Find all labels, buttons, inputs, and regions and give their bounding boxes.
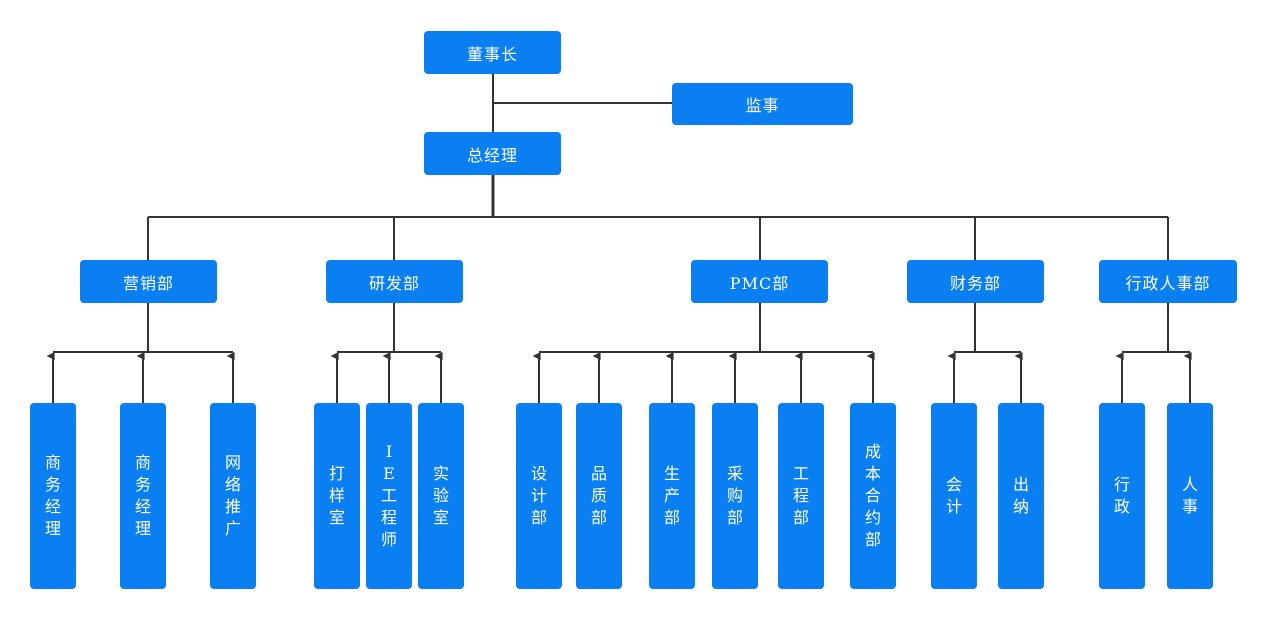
unit-label-char: 程 — [792, 486, 809, 505]
unit-label-char: 部 — [864, 530, 881, 549]
unit-label-char: 出 — [1012, 475, 1029, 494]
general-manager-label: 总经理 — [466, 145, 518, 165]
chairman-box[interactable]: 董事长 — [424, 31, 561, 74]
unit-box[interactable]: 工程部 — [778, 403, 824, 589]
unit-box[interactable]: 网络推广 — [210, 403, 256, 589]
unit-box[interactable]: 行政 — [1099, 403, 1145, 589]
unit-box[interactable]: 商务经理 — [30, 403, 76, 589]
unit-label-char: 师 — [380, 530, 397, 549]
general-manager-box[interactable]: 总经理 — [424, 132, 561, 175]
dept-box-rnd[interactable]: 研发部 — [326, 260, 463, 303]
supervisor-label: 监事 — [745, 96, 780, 115]
unit-label-char: E — [383, 464, 395, 483]
unit-label-char: 工 — [380, 486, 397, 505]
dept-label: 财务部 — [949, 273, 1001, 293]
unit-box[interactable]: 会计 — [931, 403, 977, 589]
unit-label-char: 经 — [134, 497, 151, 516]
unit-label-char: 室 — [432, 508, 449, 527]
unit-label-char: 政 — [1113, 497, 1130, 516]
unit-label-char: 实 — [432, 464, 449, 483]
unit-label-char: 打 — [328, 464, 345, 483]
unit-box[interactable]: 打样室 — [314, 403, 360, 589]
unit-label-char: 行 — [1113, 475, 1130, 494]
dept-box-marketing[interactable]: 营销部 — [80, 260, 217, 303]
unit-label-char: 部 — [590, 508, 607, 527]
unit-label-char: 设 — [530, 464, 547, 483]
unit-label-char: 部 — [663, 508, 680, 527]
unit-label-char: 质 — [590, 486, 607, 505]
unit-label-char: 务 — [134, 475, 151, 494]
unit-box[interactable]: 设计部 — [516, 403, 562, 589]
unit-label-char: 经 — [44, 497, 61, 516]
unit-box[interactable]: 生产部 — [649, 403, 695, 589]
unit-label-char: 络 — [224, 475, 241, 494]
unit-label-char: 采 — [726, 464, 743, 483]
unit-label-char: 产 — [663, 486, 680, 505]
unit-label-char: 购 — [726, 486, 743, 505]
dept-box-finance[interactable]: 财务部 — [907, 260, 1044, 303]
unit-label-char: 部 — [792, 508, 809, 527]
unit-label-char: 商 — [44, 453, 61, 472]
unit-label-char: 约 — [864, 508, 881, 527]
unit-label-char: 本 — [864, 464, 881, 483]
unit-label-char: 成 — [864, 442, 881, 461]
unit-box[interactable]: 出纳 — [998, 403, 1044, 589]
unit-label-char: 室 — [328, 508, 345, 527]
unit-label-char: 部 — [530, 508, 547, 527]
dept-label: PMC部 — [729, 273, 790, 293]
chairman-label: 董事长 — [466, 44, 518, 64]
unit-label-char: 商 — [134, 453, 151, 472]
unit-box[interactable]: 采购部 — [712, 403, 758, 589]
unit-label-char: 事 — [1181, 497, 1198, 516]
dept-box-admin-hr[interactable]: 行政人事部 — [1099, 260, 1237, 303]
unit-label-char: 会 — [945, 475, 962, 494]
unit-label-char: 部 — [726, 508, 743, 527]
dept-label: 研发部 — [368, 273, 420, 293]
unit-label-char: 网 — [224, 453, 241, 472]
unit-label-char: 人 — [1181, 475, 1198, 494]
unit-label-char: 合 — [864, 486, 881, 505]
unit-label-char: 推 — [224, 497, 241, 516]
unit-box[interactable]: 人事 — [1167, 403, 1213, 589]
unit-label-char: 纳 — [1012, 497, 1029, 516]
unit-box[interactable]: 品质部 — [576, 403, 622, 589]
unit-label-char: 计 — [530, 486, 547, 505]
unit-label-char: 生 — [663, 464, 680, 483]
unit-label-char: I — [385, 442, 393, 461]
unit-label-char: 程 — [380, 508, 397, 527]
unit-box[interactable]: 成本合约部 — [850, 403, 896, 589]
dept-label: 行政人事部 — [1125, 273, 1211, 293]
unit-box[interactable]: 实验室 — [418, 403, 464, 589]
dept-box-pmc[interactable]: PMC部 — [691, 260, 828, 303]
unit-label-char: 工 — [792, 464, 809, 483]
unit-label-char: 品 — [590, 464, 607, 483]
unit-label-char: 广 — [224, 519, 241, 538]
unit-label-char: 验 — [432, 486, 449, 505]
dept-label: 营销部 — [122, 273, 174, 293]
unit-label-char: 务 — [44, 475, 61, 494]
unit-label-char: 计 — [945, 497, 962, 516]
supervisor-box[interactable]: 监事 — [672, 83, 853, 125]
unit-label-char: 理 — [134, 519, 151, 538]
unit-label-char: 理 — [44, 519, 61, 538]
unit-label-char: 样 — [328, 486, 345, 505]
unit-box[interactable]: 商务经理 — [120, 403, 166, 589]
